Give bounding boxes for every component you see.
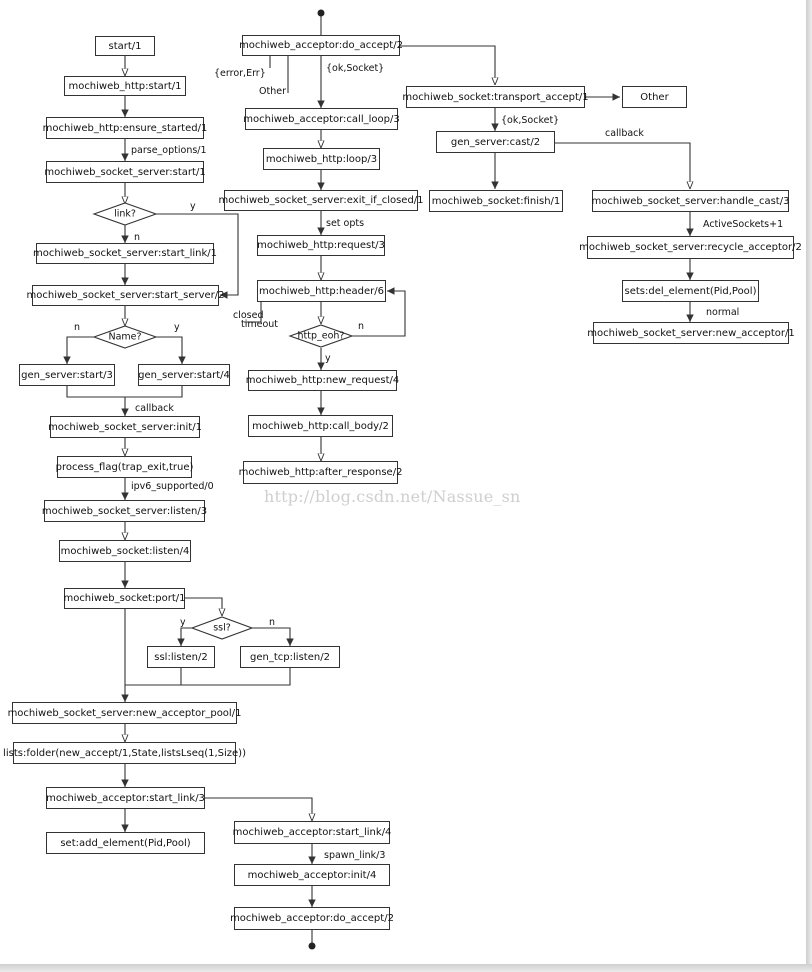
http-loop3-box: mochiweb_http:loop/3 (263, 148, 380, 170)
other-text-label: Other (259, 86, 286, 97)
http-ensure-started1-box: mochiweb_http:ensure_started/1 (43, 117, 207, 139)
timeout-label: timeout (241, 319, 279, 330)
socket-server-recycle-acceptor2-box: mochiweb_socket_server:recycle_acceptor/… (579, 236, 802, 259)
ok-socket-label-2: {ok,Socket} (501, 115, 560, 126)
page-shadow-bottom (0, 964, 812, 972)
link-no-label: n (134, 232, 141, 243)
parse-options-label: parse_options/1 (131, 145, 207, 156)
http-eoh-decision-label: http_eoh? (297, 330, 345, 342)
socket-transport-accept1-box: mochiweb_socket:transport_accept/1 (402, 86, 589, 108)
http-start1-box: mochiweb_http:start/1 (64, 76, 186, 96)
acceptor-start-link4-box: mochiweb_acceptor:start_link/4 (233, 821, 391, 844)
ssl-yes-label: y (180, 617, 186, 628)
eoh-yes-label: y (325, 353, 331, 364)
normal-label: normal (706, 307, 740, 318)
watermark: http://blog.csdn.net/Nassue_sn (264, 487, 521, 506)
http-eoh-decision (288, 324, 354, 348)
socket-server-start1-box: mochiweb_socket_server:start/1 (44, 161, 206, 183)
socket-server-start-link1-box: mochiweb_socket_server:start_link/1 (33, 243, 217, 264)
ssl-listen2-box: ssl:listen/2 (147, 646, 215, 668)
link-decision (92, 202, 158, 226)
ok-socket-label-1: {ok,Socket} (326, 63, 385, 74)
spawn-link-label: spawn_link/3 (324, 850, 386, 861)
socket-server-init1-box: mochiweb_socket_server:init/1 (48, 416, 202, 438)
ipv6-label: ipv6_supported/0 (131, 481, 214, 492)
acceptor-do-accept2-top-box: mochiweb_acceptor:do_accept/2 (239, 35, 403, 56)
ssl-decision-label: ssl? (213, 622, 231, 634)
closed-label: closed (233, 310, 264, 321)
name-decision (92, 325, 158, 349)
start-dot (317, 9, 325, 17)
end-dot (308, 942, 316, 950)
start1-box: start/1 (95, 36, 155, 56)
callback-left-label: callback (135, 403, 174, 414)
ssl-decision (190, 616, 254, 640)
gen-server-cast2-box: gen_server:cast/2 (436, 131, 555, 153)
gen-server-start3-box: gen_server:start/3 (19, 364, 115, 386)
link-decision-label: link? (114, 208, 136, 220)
gen-server-start4-box: gen_server:start/4 (138, 364, 230, 386)
name-decision-label: Name? (108, 331, 142, 343)
http-after-response2-box: mochiweb_http:after_response/2 (239, 461, 402, 484)
page-shadow-right (806, 0, 812, 972)
http-request3-box: mochiweb_http:request/3 (257, 235, 385, 256)
ssl-no-label: n (269, 617, 276, 628)
acceptor-init4-box: mochiweb_acceptor:init/4 (234, 864, 390, 886)
other-box: Other (622, 86, 687, 108)
error-err-label: {error,Err} (214, 68, 266, 79)
set-opts-label: set opts (326, 218, 365, 229)
link-yes-label: y (190, 201, 196, 212)
callback-right-label: callback (605, 128, 644, 139)
gen-tcp-listen2-box: gen_tcp:listen/2 (240, 646, 340, 668)
http-header6-box: mochiweb_http:header/6 (257, 280, 386, 302)
active-sockets-label: ActiveSockets+1 (703, 219, 784, 230)
http-call-body2-box: mochiweb_http:call_body/2 (248, 415, 393, 437)
new-acceptor-pool1-box: mochiweb_socket_server:new_acceptor_pool… (8, 702, 241, 724)
socket-server-start-server2-box: mochiweb_socket_server:start_server/2 (27, 285, 225, 306)
lists-folder-box: lists:folder(new_accept/1,State,listsLse… (3, 742, 246, 764)
socket-listen4-box: mochiweb_socket:listen/4 (59, 540, 191, 562)
eoh-no-label: n (358, 321, 365, 332)
socket-server-handle-cast3-box: mochiweb_socket_server:handle_cast/3 (592, 190, 789, 212)
process-flag-box: process_flag(trap_exit,true) (56, 456, 193, 478)
socket-server-exit-if-closed1-box: mochiweb_socket_server:exit_if_closed/1 (218, 190, 424, 211)
socket-port1-box: mochiweb_socket:port/1 (63, 588, 186, 609)
acceptor-do-accept2-bottom-box: mochiweb_acceptor:do_accept/2 (230, 907, 394, 930)
sets-del-element-box: sets:del_element(Pid,Pool) (622, 280, 759, 302)
http-new-request4-box: mochiweb_http:new_request/4 (246, 370, 399, 391)
name-no-label: n (74, 322, 81, 333)
sets-add-element-box: set:add_element(Pid,Pool) (46, 832, 205, 854)
name-yes-label: y (174, 322, 180, 333)
acceptor-call-loop3-box: mochiweb_acceptor:call_loop/3 (243, 108, 400, 130)
socket-finish1-box: mochiweb_socket:finish/1 (429, 190, 563, 212)
acceptor-start-link3-box: mochiweb_acceptor:start_link/3 (46, 787, 205, 809)
socket-server-listen3-box: mochiweb_socket_server:listen/3 (42, 500, 207, 522)
socket-server-new-acceptor1-box: mochiweb_socket_server:new_acceptor/1 (587, 322, 795, 344)
